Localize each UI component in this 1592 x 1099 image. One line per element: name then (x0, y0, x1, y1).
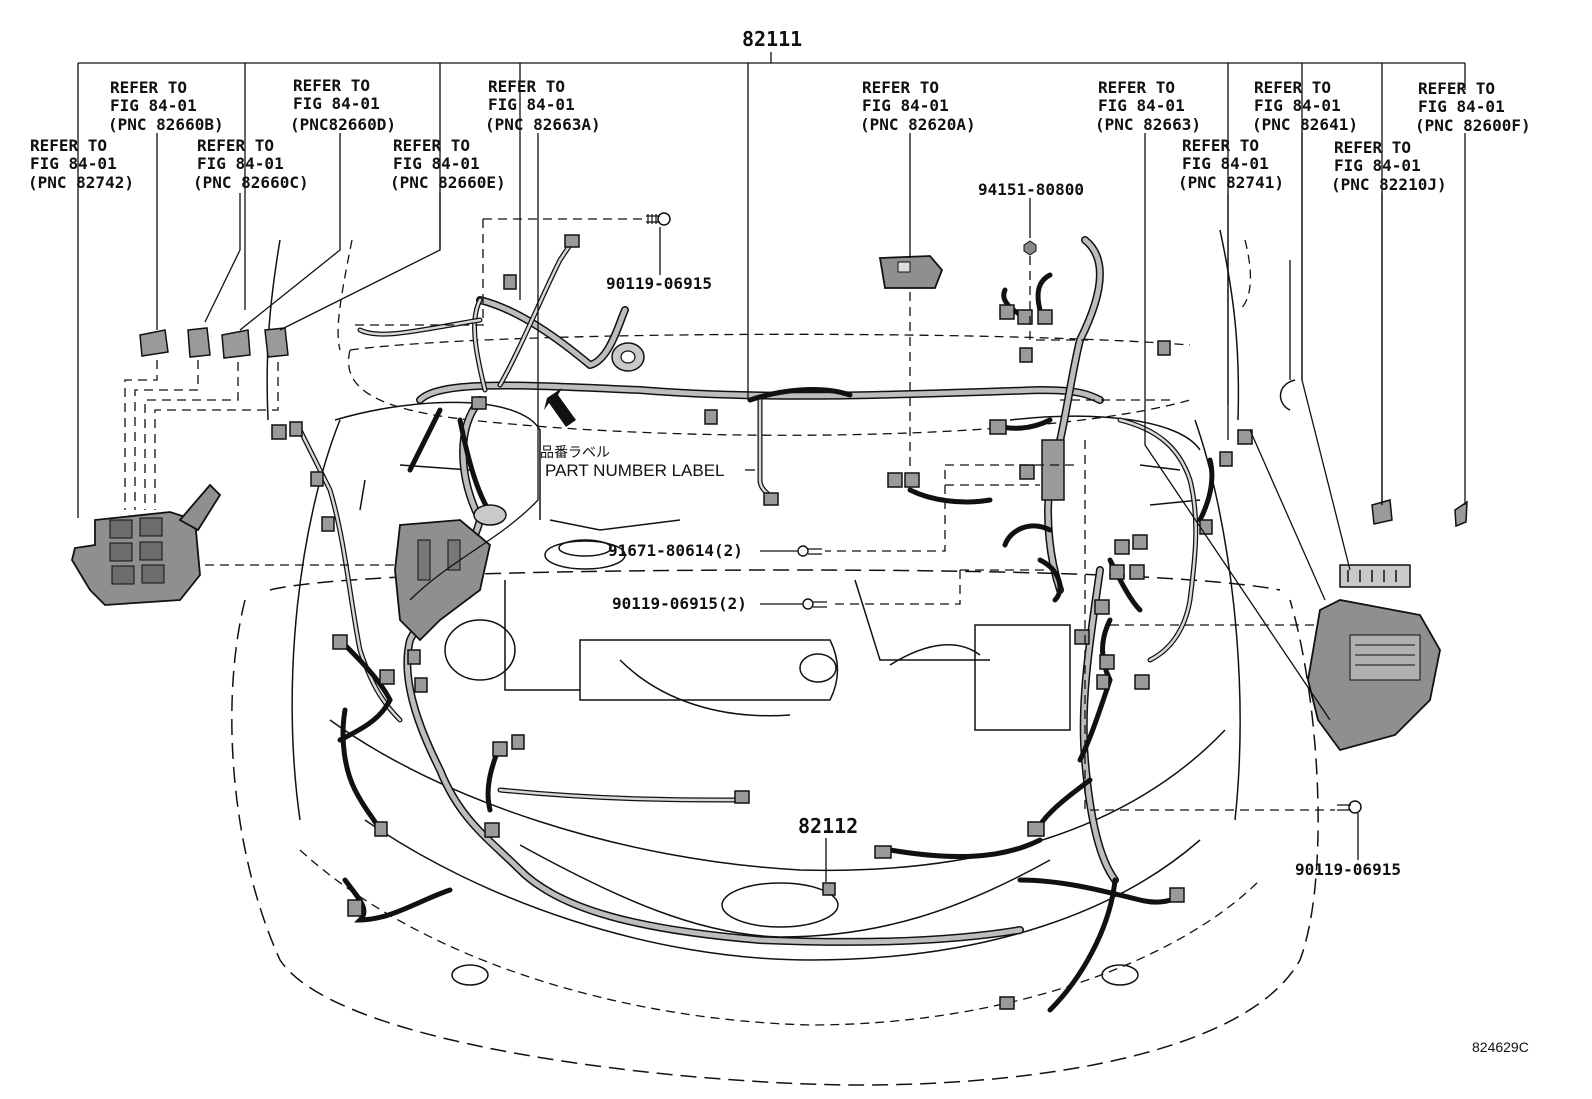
svg-text:(PNC 82663): (PNC 82663) (1095, 115, 1201, 134)
svg-text:FIG 84-01: FIG 84-01 (1334, 156, 1421, 175)
part-label-japanese: 品番ラベル (540, 444, 610, 460)
svg-text:REFER TO: REFER TO (1182, 136, 1259, 155)
svg-text:(PNC 82600F): (PNC 82600F) (1415, 116, 1531, 135)
bolt-right-icon (1337, 800, 1362, 814)
ref-82660b: REFER TO FIG 84-01 (PNC 82660B) (108, 78, 224, 134)
svg-text:FIG 84-01: FIG 84-01 (293, 94, 380, 113)
ref-82742: REFER TO FIG 84-01 (PNC 82742) (28, 136, 134, 192)
ref-82660c: REFER TO FIG 84-01 (PNC 82660C) (193, 136, 309, 192)
svg-text:REFER TO: REFER TO (862, 78, 939, 97)
battery-terminal-block (394, 519, 491, 642)
svg-text:REFER TO: REFER TO (1418, 79, 1495, 98)
svg-text:FIG 84-01: FIG 84-01 (488, 95, 575, 114)
right-fuse-block (1307, 564, 1441, 752)
svg-text:(PNC 82641): (PNC 82641) (1252, 115, 1358, 134)
svg-text:(PNC 82663A): (PNC 82663A) (485, 115, 601, 134)
left-relay-block (71, 483, 222, 606)
svg-text:(PNC 82660B): (PNC 82660B) (108, 115, 224, 134)
bolt-mid-2-icon (802, 598, 827, 610)
drawing-code: 824629C (1472, 1039, 1529, 1055)
svg-text:(PNC82660D): (PNC82660D) (290, 115, 396, 134)
fastener-90119-06915-mid: 90119-06915(2) (612, 594, 747, 613)
svg-text:(PNC 82660C): (PNC 82660C) (193, 173, 309, 192)
main-part-number: 82111 (742, 27, 802, 51)
svg-text:(PNC 82210J): (PNC 82210J) (1331, 175, 1447, 194)
part-label-english: PART NUMBER LABEL (545, 461, 725, 480)
nut-icon (1023, 240, 1037, 256)
bolt-mid-1-icon (797, 545, 822, 557)
bolts (646, 212, 1362, 814)
part-number-arrow-icon (537, 388, 576, 470)
svg-text:REFER TO: REFER TO (488, 77, 565, 96)
svg-text:REFER TO: REFER TO (1334, 138, 1411, 157)
ref-82620a: REFER TO FIG 84-01 (PNC 82620A) (860, 78, 976, 134)
svg-text:REFER TO: REFER TO (110, 78, 187, 97)
svg-text:REFER TO: REFER TO (197, 136, 274, 155)
svg-text:FIG 84-01: FIG 84-01 (393, 154, 480, 173)
ref-82660d: REFER TO FIG 84-01 (PNC82660D) (290, 76, 396, 134)
svg-text:(PNC 82741): (PNC 82741) (1178, 173, 1284, 192)
vehicle-body-outline (231, 229, 1319, 1086)
ref-82663: REFER TO FIG 84-01 (PNC 82663) (1095, 78, 1201, 134)
svg-text:FIG 84-01: FIG 84-01 (1254, 96, 1341, 115)
svg-text:REFER TO: REFER TO (293, 76, 370, 95)
bolt-top-icon (646, 212, 671, 226)
dashed-connections (124, 218, 1335, 811)
ref-82660e: REFER TO FIG 84-01 (PNC 82660E) (390, 136, 506, 192)
secondary-part-number: 82112 (798, 814, 858, 838)
svg-text:FIG 84-01: FIG 84-01 (1098, 96, 1185, 115)
fastener-91671-80614: 91671-80614(2) (608, 541, 743, 560)
leader-lines (77, 52, 1466, 882)
ref-82741: REFER TO FIG 84-01 (PNC 82741) (1178, 136, 1284, 192)
svg-text:(PNC 82620A): (PNC 82620A) (860, 115, 976, 134)
fastener-90119-06915-right: 90119-06915 (1295, 860, 1401, 879)
fastener-90119-06915-top: 90119-06915 (606, 274, 712, 293)
labels: 82111 82112 824629C 品番ラベル PART NUMBER LA… (28, 27, 1531, 1055)
svg-text:REFER TO: REFER TO (393, 136, 470, 155)
svg-text:REFER TO: REFER TO (1098, 78, 1175, 97)
svg-text:FIG 84-01: FIG 84-01 (862, 96, 949, 115)
fastener-94151-80800: 94151-80800 (978, 180, 1084, 199)
ref-82663a: REFER TO FIG 84-01 (PNC 82663A) (485, 77, 601, 134)
svg-text:FIG 84-01: FIG 84-01 (1418, 97, 1505, 116)
ref-82210j: REFER TO FIG 84-01 (PNC 82210J) (1331, 138, 1447, 194)
ref-82600f: REFER TO FIG 84-01 (PNC 82600F) (1415, 79, 1531, 135)
svg-text:FIG 84-01: FIG 84-01 (197, 154, 284, 173)
harness-connectors (271, 234, 1253, 1010)
svg-text:REFER TO: REFER TO (1254, 78, 1331, 97)
svg-text:FIG 84-01: FIG 84-01 (110, 96, 197, 115)
svg-text:FIG 84-01: FIG 84-01 (1182, 154, 1269, 173)
svg-text:(PNC 82660E): (PNC 82660E) (390, 173, 506, 192)
engine-room-harness-82111 (297, 236, 1215, 1013)
svg-text:FIG 84-01: FIG 84-01 (30, 154, 117, 173)
svg-text:(PNC 82742): (PNC 82742) (28, 173, 134, 192)
svg-text:REFER TO: REFER TO (30, 136, 107, 155)
ref-82641: REFER TO FIG 84-01 (PNC 82641) (1252, 78, 1358, 134)
reference-connectors (139, 255, 1468, 528)
